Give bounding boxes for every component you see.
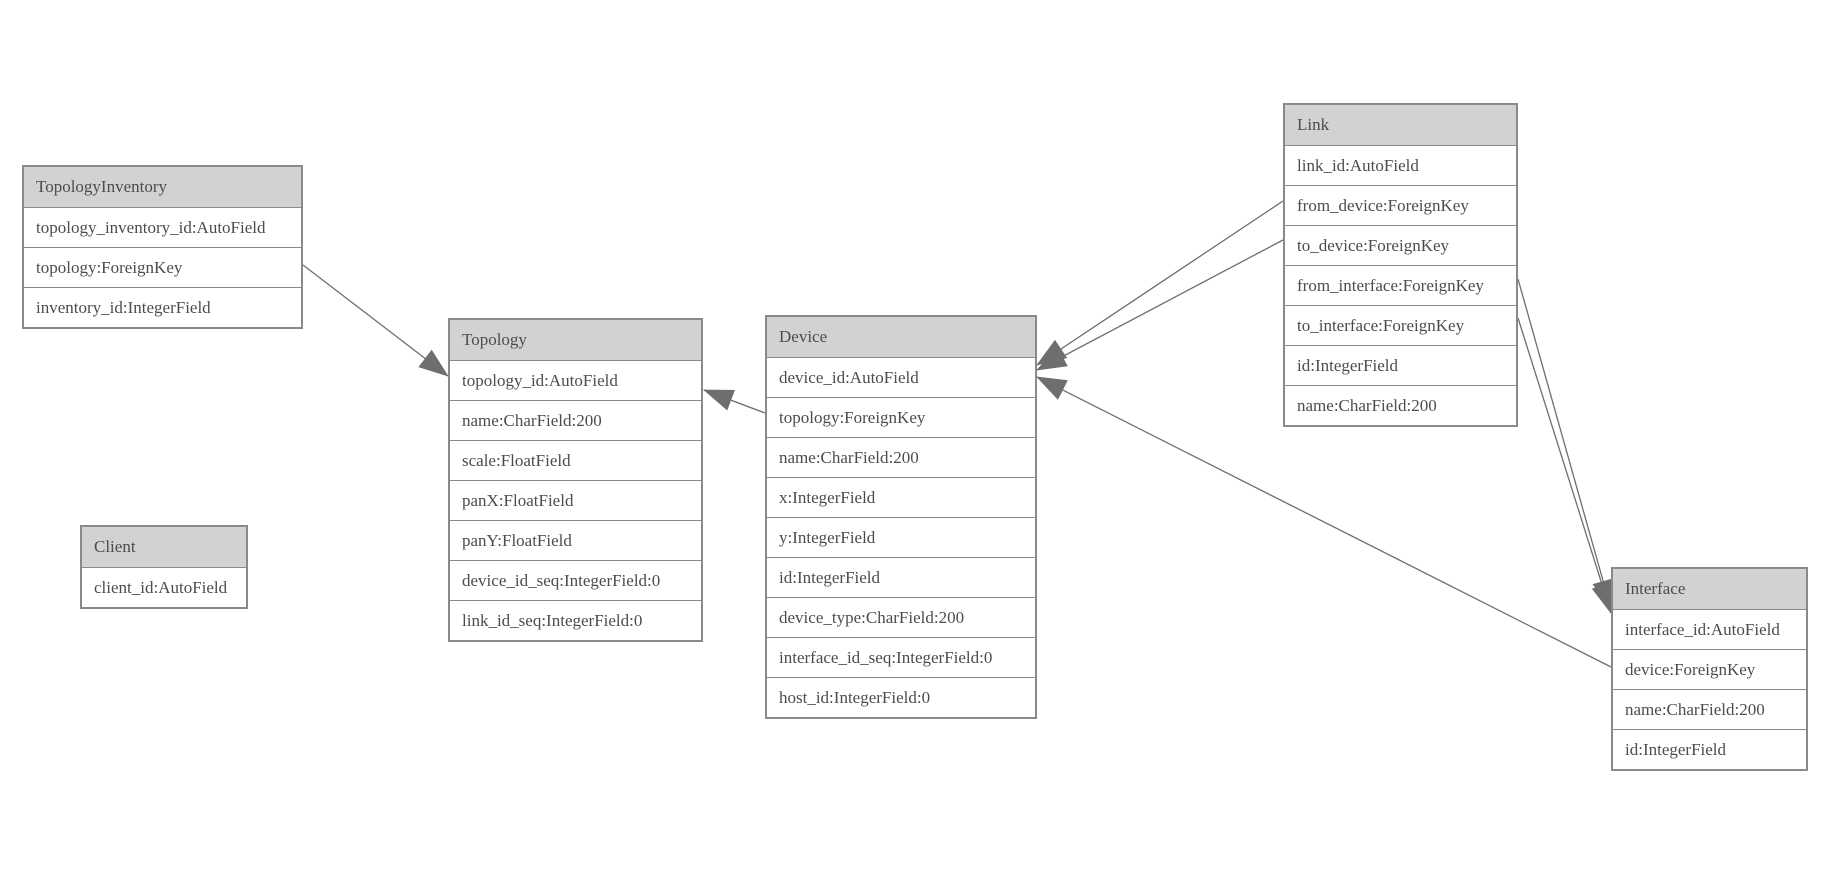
field-link-from-interface: from_interface:ForeignKey xyxy=(1285,266,1516,306)
field-link-to-interface: to_interface:ForeignKey xyxy=(1285,306,1516,346)
field-interface-device-fk: device:ForeignKey xyxy=(1613,650,1806,690)
field-device-host-id: host_id:IntegerField:0 xyxy=(767,678,1035,717)
field-topology-name: name:CharField:200 xyxy=(450,401,701,441)
table-device-header: Device xyxy=(767,317,1035,358)
table-client: Client client_id:AutoField xyxy=(80,525,248,609)
field-topology-pany: panY:FloatField xyxy=(450,521,701,561)
field-topology-id: topology_id:AutoField xyxy=(450,361,701,401)
relation-device-topology-line xyxy=(703,389,766,414)
table-topology: Topology topology_id:AutoField name:Char… xyxy=(448,318,703,642)
relation-link-frominterface-interface-line xyxy=(1517,278,1614,610)
field-interface-id: interface_id:AutoField xyxy=(1613,610,1806,650)
table-client-header: Client xyxy=(82,527,246,568)
field-interface-id-int: id:IntegerField xyxy=(1613,730,1806,769)
table-topology-inventory-header: TopologyInventory xyxy=(24,167,301,208)
field-topology-fk: topology:ForeignKey xyxy=(24,248,301,288)
relation-link-fromdevice-device-line xyxy=(1036,200,1284,366)
field-link-id-int: id:IntegerField xyxy=(1285,346,1516,386)
table-topology-header: Topology xyxy=(450,320,701,361)
table-topology-inventory: TopologyInventory topology_inventory_id:… xyxy=(22,165,303,329)
field-device-x: x:IntegerField xyxy=(767,478,1035,518)
relation-topologyinventory-topology-line xyxy=(302,264,449,377)
table-device: Device device_id:AutoField topology:Fore… xyxy=(765,315,1037,719)
field-topology-device-id-seq: device_id_seq:IntegerField:0 xyxy=(450,561,701,601)
table-interface-header: Interface xyxy=(1613,569,1806,610)
field-device-type: device_type:CharField:200 xyxy=(767,598,1035,638)
field-link-id: link_id:AutoField xyxy=(1285,146,1516,186)
field-link-from-device: from_device:ForeignKey xyxy=(1285,186,1516,226)
field-device-interface-id-seq: interface_id_seq:IntegerField:0 xyxy=(767,638,1035,678)
field-device-topology-fk: topology:ForeignKey xyxy=(767,398,1035,438)
relation-link-tointerface-interface-line xyxy=(1517,317,1613,614)
field-topology-inventory-id: topology_inventory_id:AutoField xyxy=(24,208,301,248)
field-topology-scale: scale:FloatField xyxy=(450,441,701,481)
field-topology-link-id-seq: link_id_seq:IntegerField:0 xyxy=(450,601,701,640)
field-link-name: name:CharField:200 xyxy=(1285,386,1516,425)
field-client-id: client_id:AutoField xyxy=(82,568,246,607)
table-link-header: Link xyxy=(1285,105,1516,146)
field-device-id-int: id:IntegerField xyxy=(767,558,1035,598)
table-link: Link link_id:AutoField from_device:Forei… xyxy=(1283,103,1518,427)
table-interface: Interface interface_id:AutoField device:… xyxy=(1611,567,1808,771)
field-inventory-id: inventory_id:IntegerField xyxy=(24,288,301,327)
field-topology-panx: panX:FloatField xyxy=(450,481,701,521)
field-link-to-device: to_device:ForeignKey xyxy=(1285,226,1516,266)
field-interface-name: name:CharField:200 xyxy=(1613,690,1806,730)
relation-link-todevice-device-line xyxy=(1036,239,1284,371)
field-device-name: name:CharField:200 xyxy=(767,438,1035,478)
field-device-y: y:IntegerField xyxy=(767,518,1035,558)
field-device-id: device_id:AutoField xyxy=(767,358,1035,398)
